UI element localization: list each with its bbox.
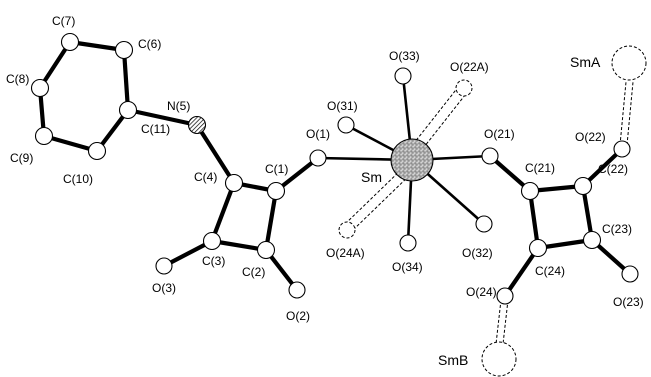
atom-c6 (114, 40, 134, 60)
atom-c24 (528, 238, 548, 258)
atom-c2 (256, 240, 276, 260)
label-sma: SmA (570, 54, 601, 70)
label-c11: C(11) (141, 122, 170, 136)
label-c4: C(4) (194, 170, 217, 184)
label-c9: C(9) (10, 151, 33, 165)
atom-c8 (30, 78, 50, 98)
atom-o2 (288, 281, 306, 299)
atom-c21 (520, 181, 540, 201)
label-c8: C(8) (6, 72, 29, 86)
label-o22a: O(22A) (450, 60, 489, 74)
label-smb: SmB (438, 352, 468, 368)
atom-o33 (394, 67, 412, 85)
label-o22: O(22) (575, 130, 606, 144)
label-o1: O(1) (306, 127, 330, 141)
label-c2: C(2) (242, 265, 265, 279)
atom-c11 (118, 100, 138, 120)
label-sm: Sm (361, 169, 382, 185)
atom-o32 (475, 215, 493, 233)
label-o24a: O(24A) (326, 246, 365, 260)
label-c24: C(24) (535, 264, 565, 278)
atom-c3 (202, 231, 222, 251)
label-o34: O(34) (392, 260, 423, 274)
atom-o24 (496, 287, 514, 305)
atom-n5 (187, 115, 207, 135)
atom-c7 (60, 32, 80, 52)
atom-o21 (481, 147, 499, 165)
label-c1: C(1) (265, 162, 288, 176)
ligand-2-bonds (487, 81, 634, 345)
label-o24: O(24) (466, 285, 497, 299)
atom-o31 (337, 116, 355, 134)
label-o33: O(33) (389, 49, 420, 63)
label-c7: C(7) (52, 14, 75, 28)
atom-c9 (34, 126, 54, 146)
label-c10: C(10) (63, 172, 93, 186)
atom-o24a (338, 221, 356, 239)
label-c23: C(23) (602, 222, 632, 236)
atom-c23 (582, 230, 602, 250)
label-c22: C(22) (598, 162, 628, 176)
atom-o1 (309, 149, 327, 167)
label-c3: C(3) (202, 254, 225, 268)
atom-c4 (224, 173, 244, 193)
atom-c1 (266, 181, 286, 201)
label-c6: C(6) (138, 37, 161, 51)
label-n5: N(5) (167, 99, 190, 113)
atom-o22 (613, 140, 631, 158)
label-o3: O(3) (152, 281, 176, 295)
phenyl-ring-bonds (37, 39, 131, 154)
atom-sm (390, 138, 434, 182)
label-o21: O(21) (484, 127, 515, 141)
atom-c10 (87, 141, 107, 161)
atom-sma (611, 45, 647, 81)
label-o23: O(23) (613, 295, 644, 309)
atom-smb (481, 341, 517, 377)
label-c21: C(21) (525, 161, 555, 175)
label-o31: O(31) (327, 99, 358, 113)
atom-c22 (573, 176, 593, 196)
atom-o23 (621, 265, 639, 283)
atom-o22a (455, 79, 473, 97)
label-o32: O(32) (462, 246, 493, 260)
atom-o3 (155, 257, 173, 275)
atom-o34 (399, 234, 417, 252)
label-o2: O(2) (286, 309, 310, 323)
